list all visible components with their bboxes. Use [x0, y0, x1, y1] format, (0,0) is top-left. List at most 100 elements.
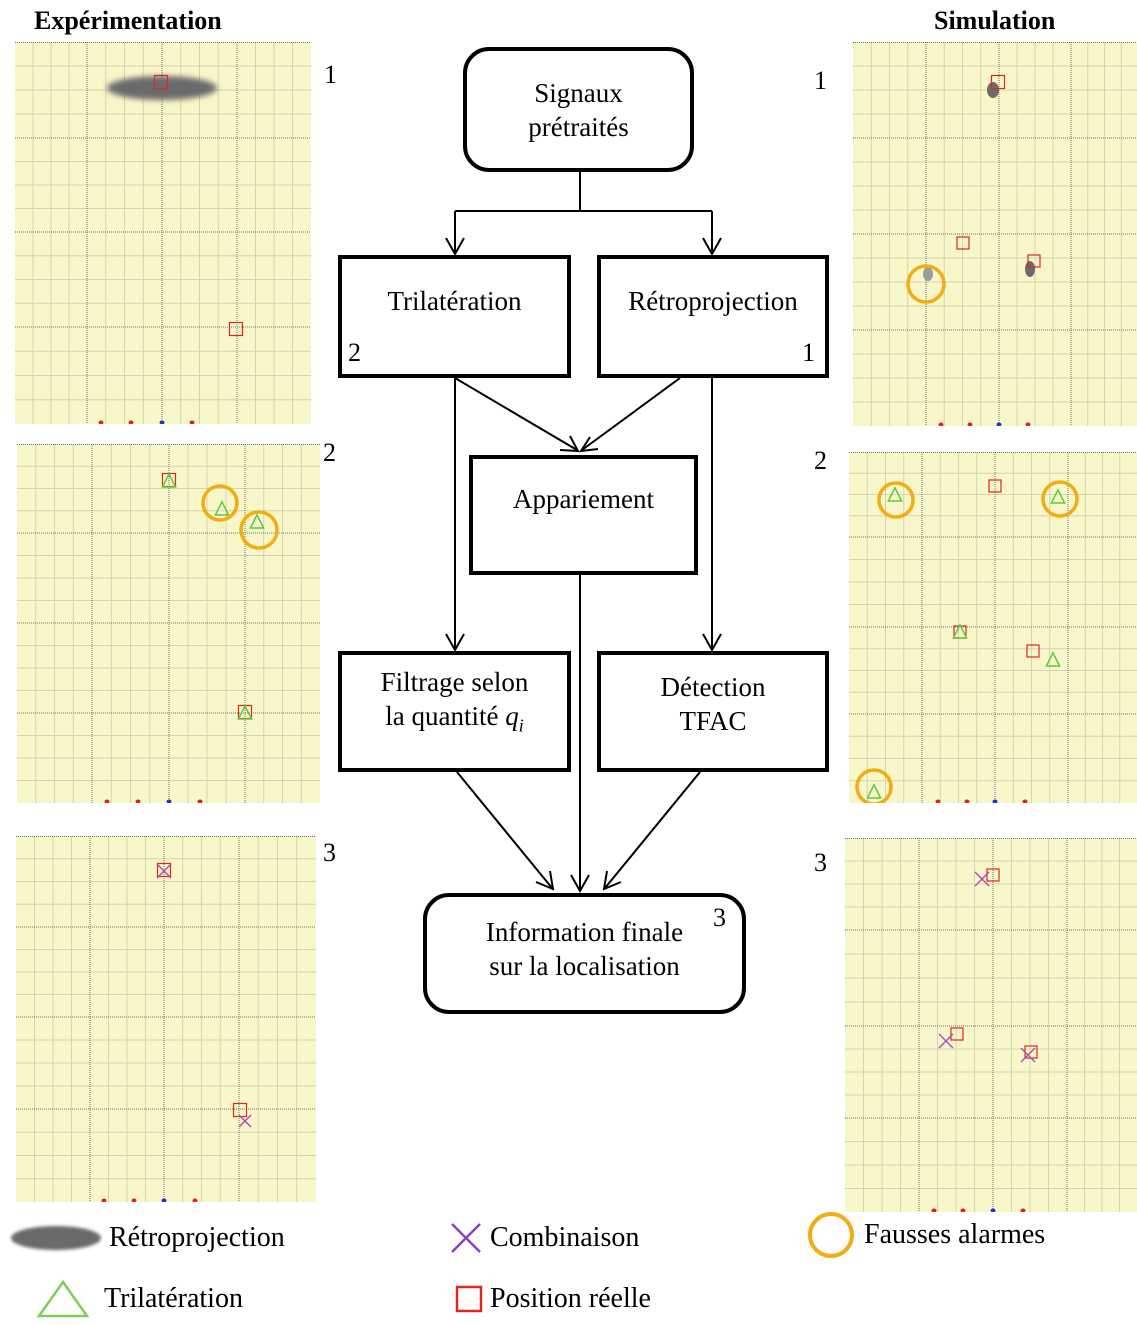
- arrowhead-matching-left: [559, 435, 580, 453]
- arrowhead-final-center: [570, 874, 590, 894]
- sensor-dot: [189, 420, 195, 424]
- plot-background: [16, 836, 316, 1202]
- experiment-plot-2: [17, 444, 320, 803]
- trilateration-marker: [237, 704, 253, 720]
- sensor-dot: [161, 1198, 167, 1202]
- sensor-dot: [992, 799, 998, 803]
- triangle-icon: [36, 1279, 90, 1318]
- sensor-dot: [101, 1198, 107, 1202]
- combination-marker: [938, 1033, 954, 1049]
- sensor-dot: [964, 799, 970, 803]
- experiment-plot-3: [16, 836, 316, 1202]
- legend-real-position-label: Position réelle: [490, 1283, 651, 1314]
- plot-canvas: [15, 42, 311, 424]
- legend-real-position: Position réelle: [454, 1281, 651, 1317]
- filtering-symbol: q: [505, 700, 519, 731]
- left-column-title: Expérimentation: [34, 6, 222, 35]
- panel-number-left-1: 1: [324, 60, 337, 89]
- real-position-marker: [153, 74, 169, 90]
- plot-canvas: [845, 838, 1137, 1212]
- final-line-1: Information finale: [485, 916, 684, 947]
- cross-icon: [451, 1223, 481, 1253]
- real-position-marker: [988, 479, 1002, 493]
- sensor-dot: [938, 422, 944, 426]
- panel-number-right-1: 1: [814, 66, 827, 95]
- plot-canvas: [17, 444, 320, 803]
- panel-number-left-3: 3: [323, 838, 336, 867]
- square-icon: [455, 1285, 483, 1313]
- retroprojection-label: Rétroprojection: [628, 285, 798, 316]
- sensor-dot: [1020, 1208, 1026, 1212]
- retroprojection-step-number: 1: [802, 338, 815, 367]
- panel-number-left-2: 2: [323, 438, 336, 467]
- trilateration-box: Trilatération 2: [338, 255, 571, 378]
- detection-line-2: TFAC: [679, 705, 747, 736]
- arrow-retroprojection-to-matching: [581, 377, 681, 451]
- plot-canvas: [849, 452, 1137, 803]
- panel-number-right-2: 2: [814, 446, 827, 475]
- real-position-marker: [228, 321, 244, 337]
- trilateration-marker: [161, 472, 177, 488]
- arrow-trilateration-to-matching: [454, 377, 578, 451]
- sensor-dot: [166, 799, 172, 803]
- right-column-title: Simulation: [934, 6, 1056, 35]
- sensor-dot: [996, 422, 1002, 426]
- experiment-plot-1: [15, 42, 311, 424]
- signals-box: Signaux prétraités: [463, 47, 694, 172]
- simulation-plot-2: [849, 452, 1137, 803]
- retroprojection-blob: [987, 82, 999, 98]
- sensor-dot: [131, 1198, 137, 1202]
- detection-line-1: Détection: [660, 671, 766, 702]
- sensor-dot: [990, 1208, 996, 1212]
- trilateration-marker: [1045, 651, 1061, 667]
- arrowhead-matching-right: [579, 436, 599, 453]
- combination-marker: [238, 1114, 252, 1128]
- legend-retroprojection-label: Rétroprojection: [109, 1222, 285, 1253]
- sensor-dot: [135, 799, 141, 803]
- sensor-dot: [931, 1208, 937, 1212]
- sensor-dot: [192, 1198, 198, 1202]
- sensor-dot: [960, 1208, 966, 1212]
- real-position-marker: [156, 862, 172, 878]
- legend-false-alarms-label: Fausses alarmes: [864, 1219, 1046, 1250]
- legend-false-alarms: Fausses alarmes: [804, 1212, 1045, 1258]
- real-position-marker: [1026, 644, 1040, 658]
- trilateration-marker: [866, 783, 882, 799]
- plot-canvas: [853, 42, 1137, 426]
- arrowhead-final-left: [535, 870, 555, 891]
- false-alarm-circle: [877, 481, 915, 519]
- false-alarm-circle: [239, 510, 279, 550]
- filtering-subscript: i: [518, 715, 524, 736]
- sensor-dot: [197, 799, 203, 803]
- arrowhead-trilateration: [445, 237, 465, 257]
- arrow-detection-to-final: [604, 771, 701, 889]
- arrowhead-filtering: [445, 633, 465, 653]
- final-line-2: sur la localisation: [489, 950, 680, 981]
- plot-canvas: [16, 836, 316, 1202]
- detection-box: Détection TFAC: [597, 651, 829, 772]
- ellipse-icon: [11, 1226, 101, 1250]
- retroprojection-box: Rétroprojection 1: [597, 255, 829, 378]
- combination-marker: [1020, 1047, 1036, 1063]
- legend-retroprojection: Rétroprojection: [8, 1218, 285, 1258]
- sensor-dot: [935, 799, 941, 803]
- final-info-box: Information finale sur la localisation 3: [423, 893, 746, 1014]
- matching-label: Appariement: [513, 484, 654, 514]
- simulation-plot-1: [853, 42, 1137, 426]
- arrow-filtering-to-final: [456, 771, 553, 889]
- real-position-marker: [990, 74, 1006, 90]
- filtering-line-1: Filtrage selon: [380, 666, 529, 697]
- false-alarm-circle: [201, 484, 239, 522]
- filtering-box: Filtrage selon la quantité qi: [338, 651, 571, 772]
- sensor-dot: [967, 422, 973, 426]
- simulation-plot-3: [845, 838, 1137, 1212]
- legend-trilateration-label: Trilatération: [104, 1283, 243, 1314]
- sensor-dot: [104, 799, 110, 803]
- trilateration-step-number: 2: [348, 338, 361, 367]
- circle-icon: [808, 1212, 854, 1258]
- plot-background: [15, 42, 311, 424]
- legend-combination: Combinaison: [448, 1218, 639, 1258]
- matching-box: Appariement: [469, 455, 698, 575]
- real-position-marker: [1027, 254, 1041, 268]
